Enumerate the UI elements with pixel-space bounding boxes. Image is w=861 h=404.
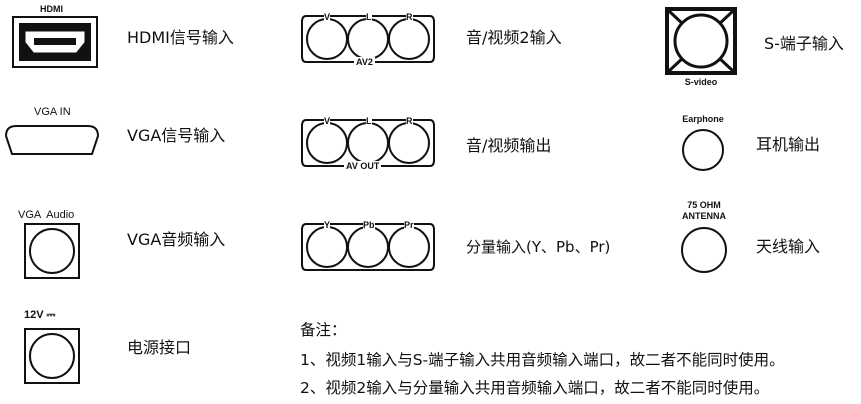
av-out-jack-v-text: V — [324, 116, 331, 126]
av-out-jack-r-text: R — [406, 116, 413, 126]
vga-audio-jack-icon — [24, 223, 80, 279]
svideo-jack-icon — [665, 7, 737, 75]
av-out-label: 音/视频输出 — [466, 136, 552, 155]
vga-audio-port: VGA Audio — [18, 209, 88, 279]
vga-connector-icon — [4, 125, 100, 155]
hdmi-label: HDMI信号输入 — [127, 28, 234, 47]
component-label: 分量输入(Y、Pb、Pr) — [466, 238, 611, 256]
svideo-icon-text: S-video — [684, 77, 718, 87]
earphone-label: 耳机输出 — [756, 135, 821, 154]
antenna-icon-text-line2: ANTENNA — [682, 211, 726, 221]
hdmi-connector-icon — [12, 16, 98, 68]
av-out-group-text: AV OUT — [344, 161, 382, 171]
notes-title: 备注： — [300, 321, 347, 339]
av2-jack-r-text: R — [406, 12, 413, 22]
earphone-jack-icon — [682, 129, 724, 171]
notes-line-1: 1、视频1输入与S-端子输入共用音频输入端口，故二者不能同时使用。 — [300, 351, 785, 369]
vga-audio-icon-text: VGA Audio — [18, 209, 75, 221]
notes-line-2: 2、视频2输入与分量输入共用音频输入端口，故二者不能同时使用。 — [300, 379, 770, 397]
earphone-icon-text: Earphone — [682, 114, 724, 124]
vga-icon-text: VGA IN — [34, 106, 71, 118]
component-jack-pb-text: Pb — [363, 220, 375, 230]
av2-label: 音/视频2输入 — [466, 28, 562, 47]
vga-audio-label: VGA音频输入 — [127, 230, 226, 249]
vga-label: VGA信号输入 — [127, 126, 226, 145]
av2-jack-v-text: V — [324, 12, 331, 22]
power-icon-text: 12V ⎓ — [24, 309, 56, 321]
vga-port: VGA IN — [4, 106, 100, 166]
component-jack-y-text: Y — [324, 220, 331, 230]
component-port: Y Pb Pr — [300, 218, 436, 278]
av2-group-text: AV2 — [354, 57, 375, 67]
antenna-label: 天线输入 — [756, 237, 821, 256]
earphone-port: Earphone — [672, 114, 734, 176]
power-port: 12V ⎓ — [18, 310, 88, 390]
power-label: 电源接口 — [127, 338, 192, 357]
hdmi-icon-text: HDMI — [40, 4, 63, 14]
av2-port: V L R AV2 — [300, 10, 436, 70]
antenna-jack-icon — [681, 227, 727, 273]
svideo-port: S-video — [662, 6, 740, 90]
antenna-port: 75 OHM ANTENNA — [672, 200, 736, 276]
component-jack-pr-text: Pr — [404, 220, 414, 230]
hdmi-port: HDMI — [10, 4, 100, 74]
av2-jack-l-text: L — [366, 12, 372, 22]
svideo-label: S-端子输入 — [764, 34, 844, 53]
power-jack-icon — [24, 328, 80, 384]
av-out-jack-l-text: L — [366, 116, 372, 126]
antenna-icon-text-line1: 75 OHM — [687, 200, 721, 210]
av-out-port: V L R AV OUT — [300, 114, 436, 174]
